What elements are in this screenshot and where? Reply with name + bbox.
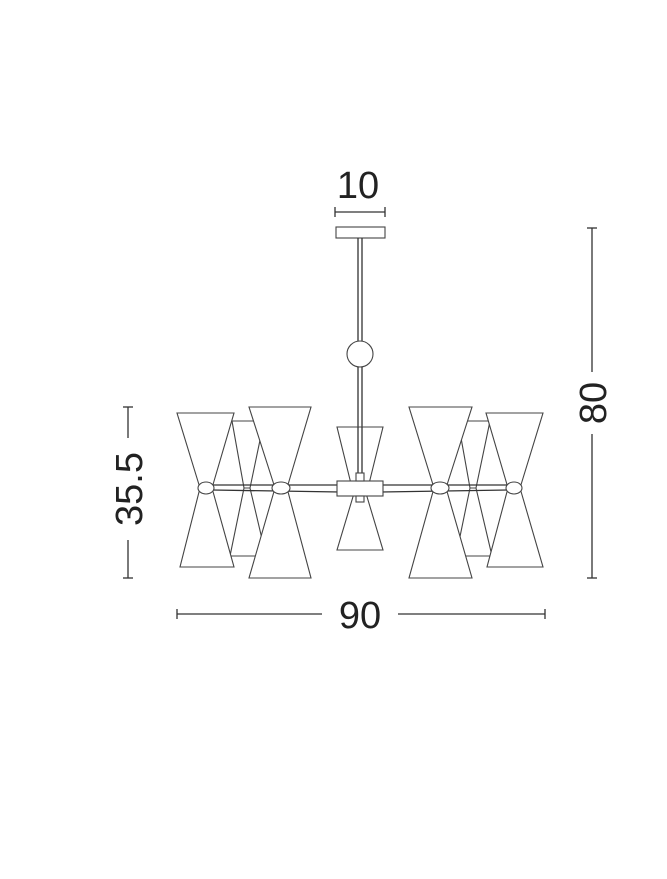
- shade-far-left: [176, 412, 235, 568]
- dimension-label-35-5: 35.5: [109, 452, 151, 526]
- canopy-and-rod: [335, 226, 386, 475]
- dimension-label-80: 80: [573, 382, 615, 424]
- dimension-total-height: 80: [573, 227, 615, 579]
- dimension-label-90: 90: [339, 595, 381, 637]
- shade-front-right: [408, 406, 473, 579]
- dimension-label-10: 10: [337, 165, 379, 207]
- shade-far-right: [485, 412, 544, 568]
- arms: [211, 472, 509, 503]
- dimension-shade-height: 35.5: [109, 406, 151, 579]
- dimension-total-width: 90: [176, 595, 546, 637]
- shade-front-left: [248, 406, 312, 579]
- shade-back-right: [455, 420, 493, 557]
- dimension-canopy-width: 10: [334, 165, 386, 217]
